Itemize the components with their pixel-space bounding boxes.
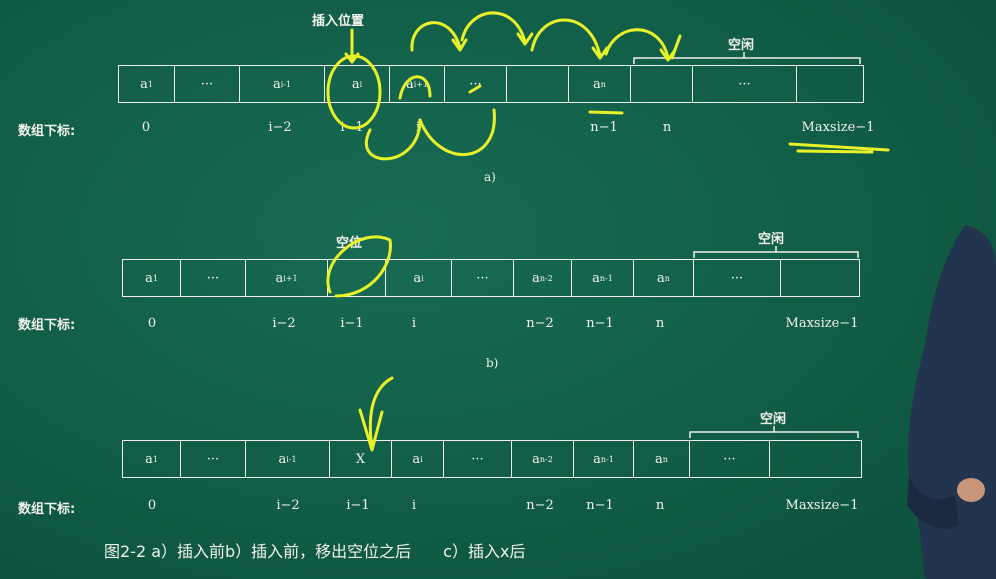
index-n: n [655,498,665,513]
index-n-1: n−1 [586,498,614,513]
cell-free-ellipsis: ··· [689,440,769,478]
presenter-figure [907,225,996,579]
cell-ellipsis: ··· [180,259,245,297]
cell-ellipsis: ··· [451,259,513,297]
index-maxsize-1: Maxsize−1 [785,498,859,513]
index-label-c: 数组下标: [18,502,76,517]
cell-ellipsis: ··· [444,65,506,103]
cell-free [630,65,692,103]
index-0: 0 [147,316,157,331]
caption-b: b) [486,356,499,370]
cell-ellipsis: ··· [174,65,239,103]
free-label-b: 空闲 [758,232,785,247]
free-label-c: 空闲 [760,412,787,427]
index-i-1: i−1 [340,316,364,331]
empty-slot-note: 空位 [336,236,363,251]
cell-free-last [780,259,860,297]
cell-ellipsis: ··· [443,440,511,478]
index-label-b: 数组下标: [18,318,76,333]
cell-free-last [769,440,862,478]
index-i-1: i−1 [346,498,370,513]
index-0: 0 [141,120,151,135]
index-0: 0 [147,498,157,513]
cell-free-ellipsis: ··· [693,259,780,297]
index-i-2: i−2 [276,498,300,513]
index-i-1: i−1 [340,120,364,135]
figure-caption: 图2-2 a）插入前b）插入前，移出空位之后 c）插入x后 [104,542,526,561]
index-n: n [655,316,665,331]
index-n: n [662,120,672,135]
index-label-a: 数组下标: [18,124,76,139]
cell-ellipsis: ··· [180,440,245,478]
free-label-a: 空闲 [728,38,755,53]
cell-free-last [796,65,864,103]
index-i: i [411,498,417,513]
cell-free-ellipsis: ··· [692,65,796,103]
cell-x: X [329,440,391,478]
caption-a: a) [484,170,496,184]
index-maxsize-1: Maxsize−1 [801,120,875,135]
index-i-2: i−2 [272,316,296,331]
index-n-2: n−2 [526,498,554,513]
index-n-1: n−1 [586,316,614,331]
index-n-2: n−2 [526,316,554,331]
index-n-1: n−1 [590,120,618,135]
index-i: i [415,120,421,135]
index-maxsize-1: Maxsize−1 [785,316,859,331]
index-i: i [411,316,417,331]
index-i-2: i−2 [268,120,292,135]
insert-position-note: 插入位置 [312,14,365,29]
cell-empty-slot [327,259,385,297]
cell-empty [506,65,568,103]
